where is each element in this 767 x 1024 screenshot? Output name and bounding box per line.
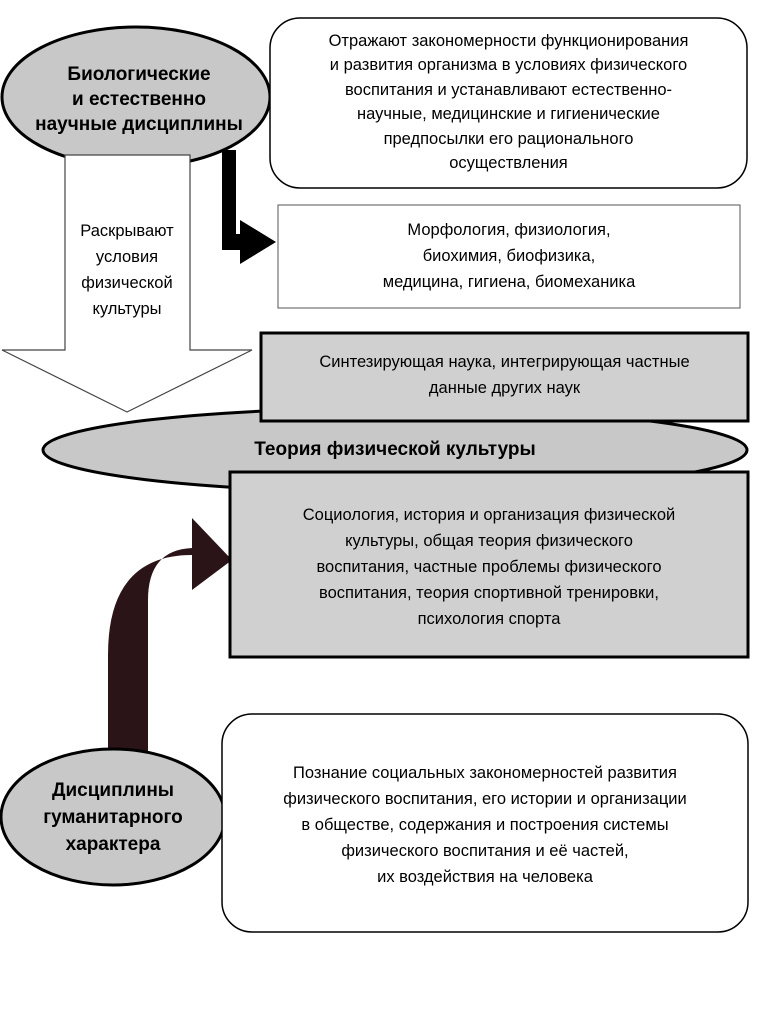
bio-description-text: Отражают закономерности функционирования…: [270, 22, 747, 182]
humanities-description-text: Познание социальных закономерностей разв…: [222, 760, 748, 890]
reveal-line: Раскрывают: [80, 222, 174, 240]
bio-desc-line: воспитания и устанавливают естественно-: [344, 80, 673, 99]
bio-disciplines-label: Биологические и естественно научные дисц…: [8, 55, 270, 143]
humanities-description-box: [221, 713, 749, 933]
humanities-desc-line: Познание социальных закономерностей разв…: [293, 764, 677, 782]
bio-desc-line: и развития организма в условиях физическ…: [329, 56, 688, 74]
reveal-arrow-text: Раскрывают условия физической культуры: [62, 218, 192, 322]
bio-label-line: и естественно: [72, 88, 206, 110]
reveal-down-arrow: [1, 154, 253, 413]
reveal-line: культуры: [92, 300, 162, 318]
bio-to-sciences-arrow: [222, 150, 276, 264]
bio-sciences-text: Морфология, физиология, биохимия, биофиз…: [278, 216, 740, 296]
sciences-line: биохимия, биофизика,: [422, 247, 596, 265]
synthesis-line: Синтезирующая наука, интегрирующая частн…: [319, 353, 690, 371]
humanities-label: Дисциплины гуманитарного характера: [6, 772, 220, 862]
reveal-line: условия: [95, 248, 159, 266]
bio-desc-line: научные, медицинские и гигиенические: [357, 105, 660, 123]
synthesis-box: [259, 331, 750, 423]
bio-desc-line: Отражают закономерности функционирования: [328, 31, 689, 50]
humanities-desc-line: физического воспитания и её частей,: [341, 842, 629, 860]
bio-desc-line: предпосылки его рационального: [383, 129, 634, 148]
social-sciences-text: Социология, история и организация физиче…: [232, 497, 746, 637]
bio-label-line: Биологические: [67, 63, 211, 85]
social-line: воспитания, частные проблемы физического: [316, 558, 662, 576]
synthesis-text: Синтезирующая наука, интегрирующая частн…: [261, 345, 748, 405]
humanities-label-line: гуманитарного: [43, 806, 183, 828]
bio-sciences-box: [277, 204, 741, 309]
humanities-desc-line: физического воспитания, его истории и ор…: [283, 790, 687, 808]
reveal-line: физической: [81, 274, 173, 292]
bio-label-line: научные дисциплины: [35, 113, 243, 135]
humanities-desc-line: их воздействия на человека: [377, 868, 593, 886]
theory-label: Теория физической культуры: [254, 439, 536, 460]
social-line: культуры, общая теория физического: [345, 532, 633, 550]
humanities-curved-arrow: [108, 518, 232, 755]
bio-desc-line: осуществления: [449, 154, 568, 172]
humanities-label-line: характера: [65, 833, 161, 855]
social-line: воспитания, теория спортивной тренировки…: [319, 584, 659, 602]
sciences-line: медицина, гигиена, биомеханика: [382, 273, 636, 291]
social-line: психология спорта: [417, 610, 561, 628]
sciences-line: Морфология, физиология,: [407, 221, 611, 239]
synthesis-line: данные других наук: [428, 379, 581, 397]
humanities-label-line: Дисциплины: [51, 779, 175, 801]
humanities-desc-line: в обществе, содержания и построения сист…: [301, 816, 669, 834]
bio-description-box: [269, 17, 748, 189]
social-sciences-box: [228, 470, 750, 659]
social-line: Социология, история и организация физиче…: [302, 506, 676, 524]
